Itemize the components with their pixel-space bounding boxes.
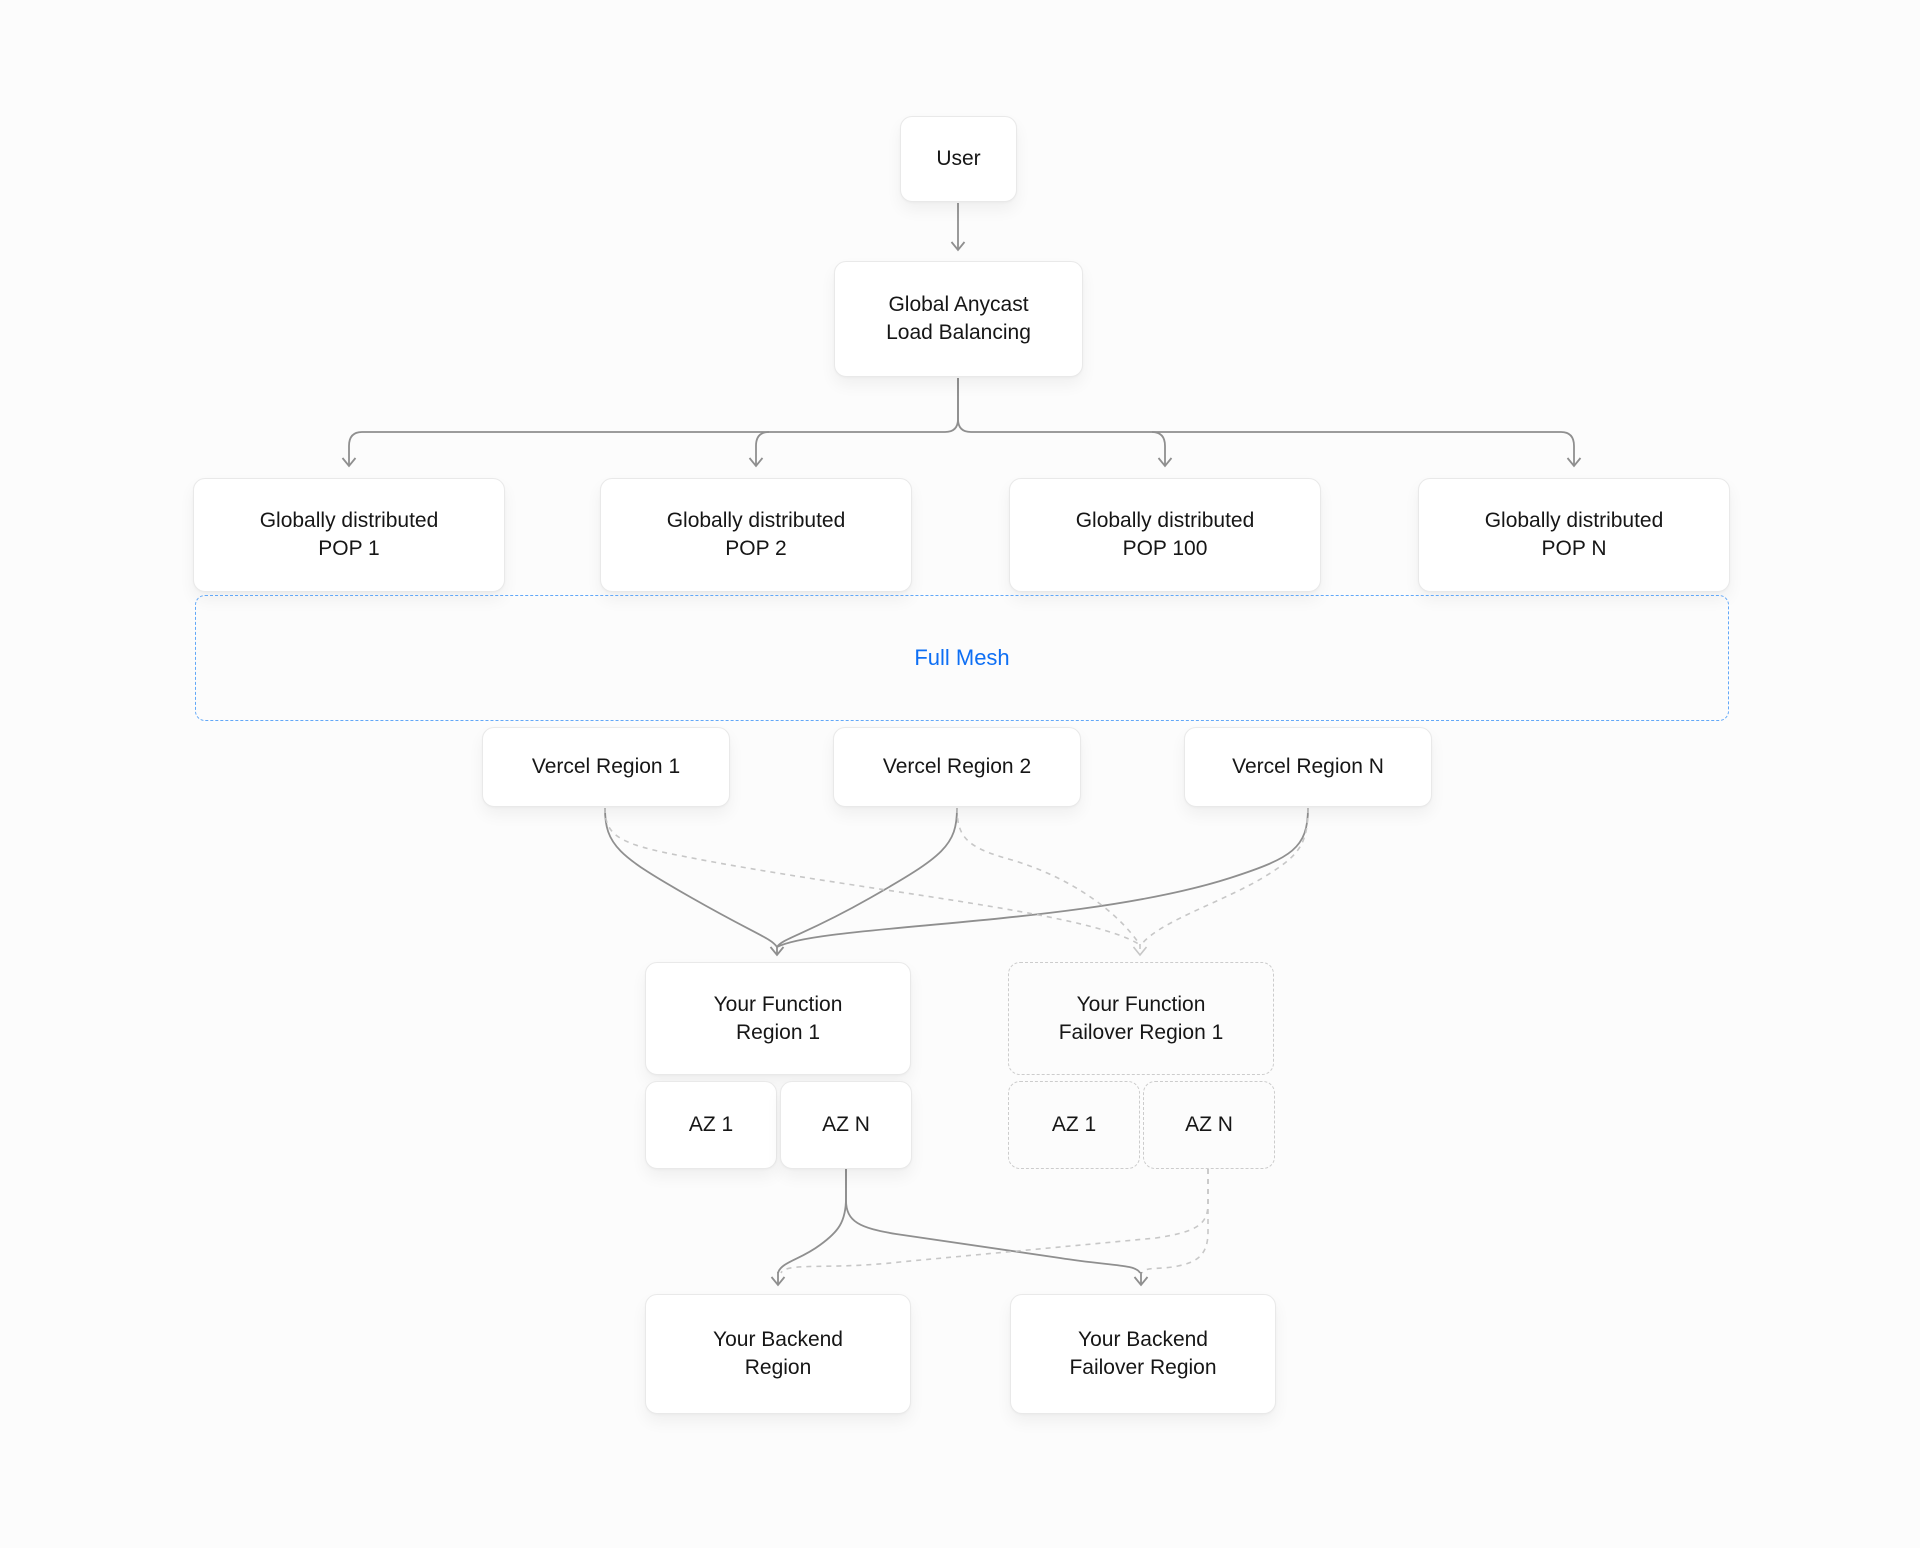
node-lb-line2: Load Balancing: [886, 321, 1031, 344]
edge-vrn-to-function-region: [776, 807, 1309, 948]
edge-lb-branch-right: [957, 378, 1582, 468]
node-backend-line2: Region: [744, 1356, 812, 1379]
node-pop-2: Globally distributed POP 2: [600, 478, 912, 592]
node-user-label: User: [936, 147, 981, 171]
node-vercel-region-2: Vercel Region 2: [833, 727, 1081, 807]
edge-vr1-to-failover-region: [604, 807, 1141, 946]
node-ff-azn-label: AZ N: [1185, 1113, 1233, 1137]
full-mesh-label: Full Mesh: [914, 645, 1010, 670]
node-fr-azn-label: AZ N: [822, 1113, 870, 1137]
edge-vr2-to-function-region: [776, 807, 958, 948]
edge-drop-pop100: [1151, 431, 1173, 468]
full-mesh-container: Full Mesh: [195, 595, 1729, 721]
node-function-region-az-n: AZ N: [780, 1081, 912, 1169]
node-user: User: [900, 116, 1017, 202]
node-vercel-region-1: Vercel Region 1: [482, 727, 730, 807]
node-function-region-az-1: AZ 1: [645, 1081, 777, 1169]
edge-vr2-to-failover-region: [956, 807, 1141, 946]
node-popn-line1: Globally distributed: [1484, 509, 1664, 533]
node-pop2-line2: POP 2: [725, 537, 787, 560]
node-pop100-line1: Globally distributed: [1075, 509, 1255, 533]
edge-azn-to-backend-failover: [845, 1169, 1141, 1274]
node-popn-line2: POP N: [1541, 537, 1607, 560]
node-backend-failover-line2: Failover Region: [1069, 1356, 1217, 1379]
node-pop-1: Globally distributed POP 1: [193, 478, 505, 592]
node-your-backend-region: Your Backend Region: [645, 1294, 911, 1414]
edge-failover-azn-to-backend-failover: [1141, 1169, 1209, 1274]
node-pop-100: Globally distributed POP 100: [1009, 478, 1321, 592]
edge-vr1-to-function-region: [604, 807, 778, 948]
node-ff-az1-label: AZ 1: [1051, 1113, 1097, 1137]
node-pop-n: Globally distributed POP N: [1418, 478, 1730, 592]
node-failover-region-az-1: AZ 1: [1008, 1081, 1140, 1169]
node-vr2-label: Vercel Region 2: [882, 755, 1032, 779]
node-vercel-region-n: Vercel Region N: [1184, 727, 1432, 807]
node-lb-line1: Global Anycast: [888, 293, 1029, 317]
node-vr1-label: Vercel Region 1: [531, 755, 681, 779]
node-backend-failover-line1: Your Backend: [1078, 1328, 1208, 1352]
node-pop1-line1: Globally distributed: [259, 509, 439, 533]
node-pop100-line2: POP 100: [1122, 537, 1208, 560]
node-fr1-line2: Region 1: [735, 1020, 821, 1044]
edge-vrn-to-failover-region: [1140, 807, 1309, 946]
node-global-anycast-load-balancing: Global Anycast Load Balancing: [834, 261, 1083, 377]
edge-azn-to-backend: [777, 1169, 847, 1274]
node-your-function-failover-region-1: Your Function Failover Region 1: [1008, 962, 1274, 1075]
node-fr-az1-label: AZ 1: [688, 1113, 734, 1137]
node-pop1-line2: POP 1: [318, 537, 380, 560]
node-fr1-line1: Your Function: [713, 992, 843, 1016]
edge-failover-azn-to-backend: [780, 1169, 1209, 1274]
node-pop2-line1: Globally distributed: [666, 509, 846, 533]
node-your-backend-failover-region: Your Backend Failover Region: [1010, 1294, 1276, 1414]
edge-drop-pop2: [748, 431, 770, 468]
node-backend-line1: Your Backend: [713, 1328, 843, 1352]
node-failover-region-az-n: AZ N: [1143, 1081, 1275, 1169]
node-your-function-region-1: Your Function Region 1: [645, 962, 911, 1075]
node-ffr1-line2: Failover Region 1: [1058, 1020, 1224, 1044]
node-ffr1-line1: Your Function: [1076, 992, 1206, 1016]
edge-lb-branch-left: [341, 378, 959, 468]
node-vrn-label: Vercel Region N: [1232, 755, 1384, 779]
